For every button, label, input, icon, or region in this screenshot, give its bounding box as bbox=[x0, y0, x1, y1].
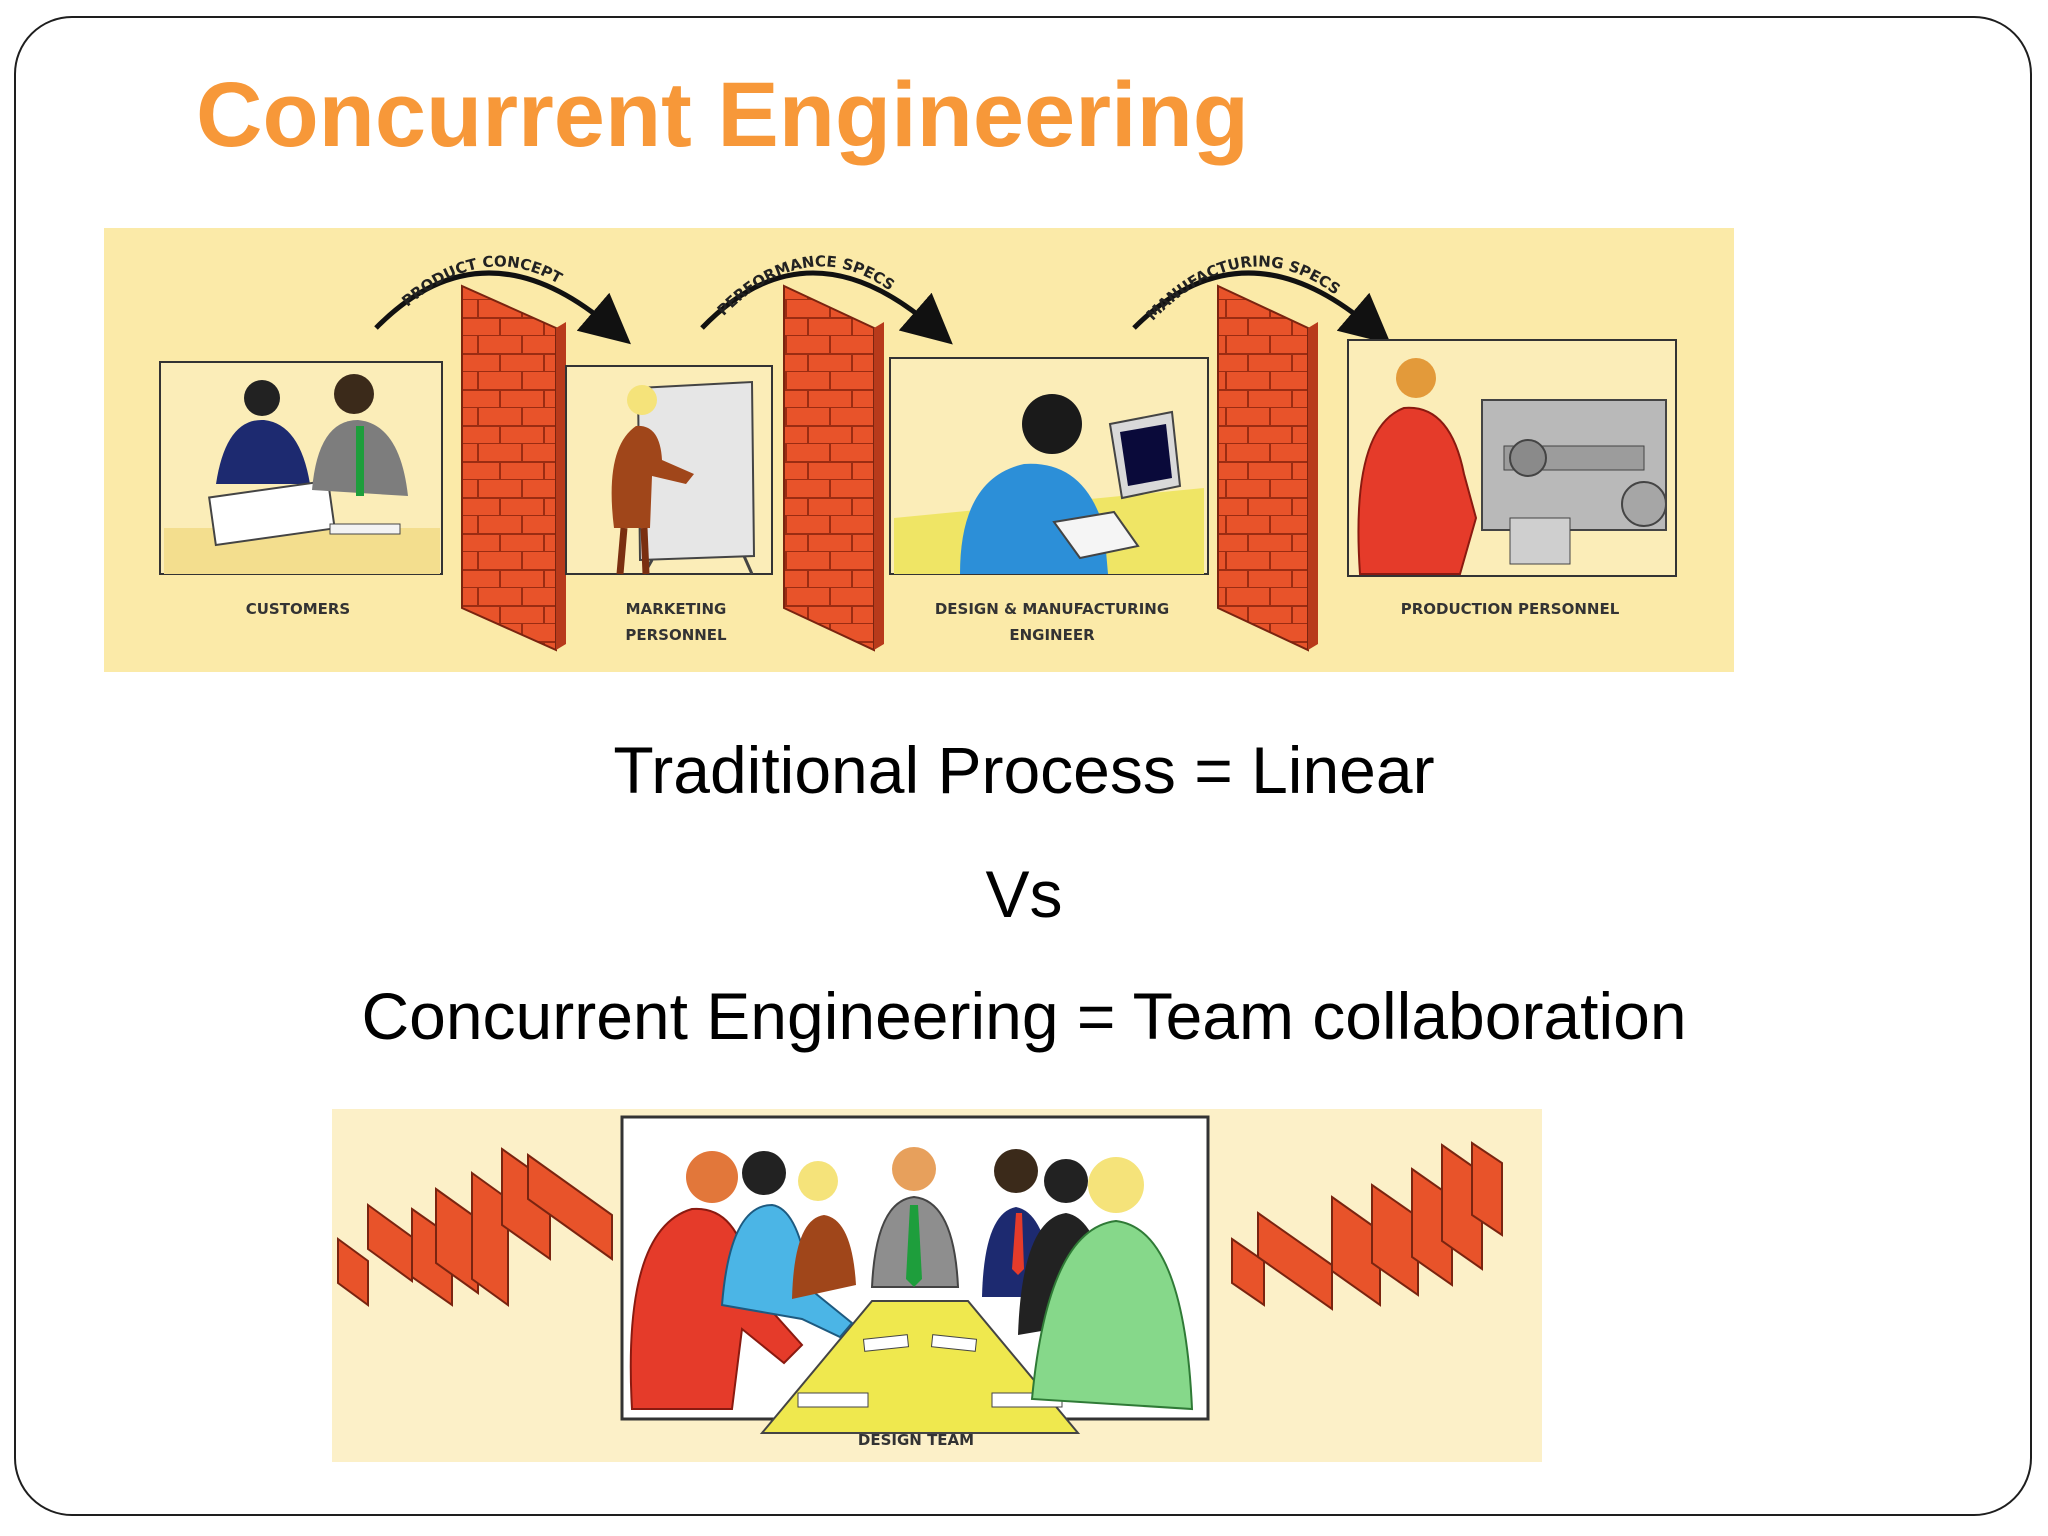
stage-label: CUSTOMERS bbox=[246, 600, 351, 618]
stage-label: DESIGN & MANUFACTURING bbox=[935, 600, 1169, 618]
arrow-icon bbox=[1132, 270, 1391, 345]
design-team-caption: DESIGN TEAM bbox=[858, 1431, 974, 1449]
stage-label: ENGINEER bbox=[1009, 626, 1095, 644]
broken-wall-right bbox=[1231, 1141, 1503, 1311]
slide-title: Concurrent Engineering bbox=[196, 64, 1249, 166]
concurrent-engineering-line: Concurrent Engineering = Team collaborat… bbox=[361, 979, 1687, 1053]
marketing-scene bbox=[565, 365, 773, 575]
brick-wall bbox=[783, 284, 884, 652]
customers-scene bbox=[159, 361, 443, 575]
traditional-process-illustration: PRODUCT CONCEPT PERFORMANCE SPECS MANUFA… bbox=[104, 228, 1734, 672]
broken-wall-left bbox=[337, 1147, 613, 1307]
design-team-illustration: DESIGN TEAM bbox=[332, 1109, 1542, 1462]
team-leader bbox=[870, 1147, 960, 1288]
arrow-icon bbox=[374, 270, 631, 345]
arrow-icon bbox=[700, 270, 953, 345]
brick-wall bbox=[461, 284, 566, 652]
traditional-process-line: Traditional Process = Linear bbox=[613, 733, 1435, 807]
team-members-right bbox=[982, 1149, 1194, 1411]
versus-line: Vs bbox=[985, 857, 1063, 931]
stage-label: MARKETING bbox=[626, 600, 727, 618]
engineer-scene bbox=[889, 357, 1209, 575]
stage-label: PRODUCTION PERSONNEL bbox=[1401, 600, 1620, 618]
production-scene bbox=[1347, 339, 1677, 577]
team-members-left bbox=[629, 1151, 856, 1410]
brick-wall bbox=[1217, 284, 1318, 652]
stage-label: PERSONNEL bbox=[625, 626, 727, 644]
